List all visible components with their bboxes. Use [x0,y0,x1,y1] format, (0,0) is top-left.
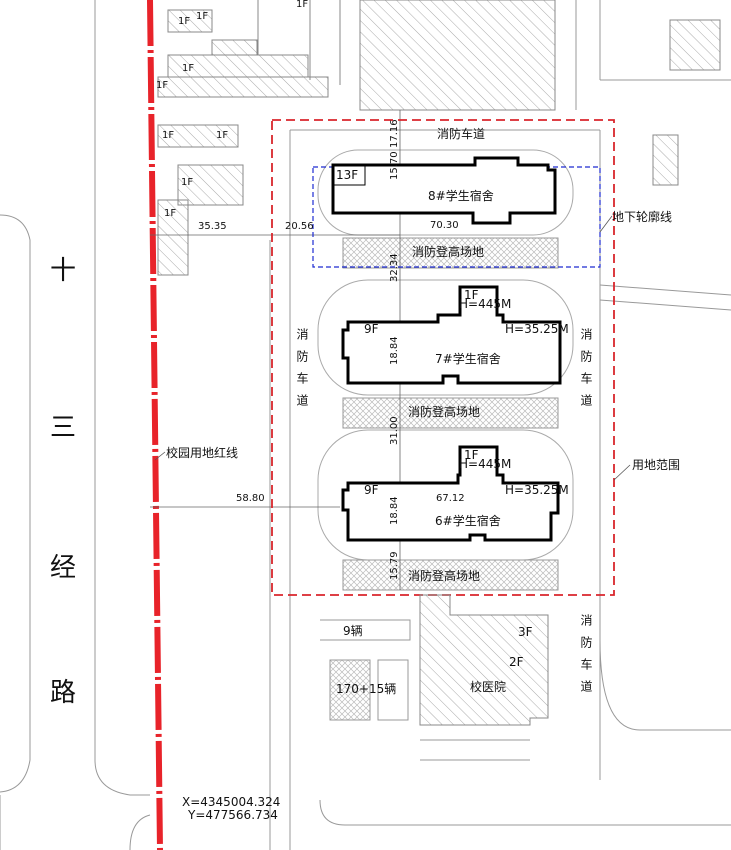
dim-gap-bottom: 15.79 [389,551,400,580]
site-roads [269,0,731,850]
parking-1: 9辆 [343,624,363,638]
campus-red-line-label: 校园用地红线 [166,446,239,460]
existing-floor-label: 1F [162,130,175,141]
b7-roof: 1F [464,288,479,302]
b8-floors: 13F [336,168,359,182]
clinic-name: 校医院 [470,680,507,694]
rescue-area-1-label: 消防登高场地 [412,245,485,259]
coord-y: Y=477566.734 [188,808,278,822]
b6-roof-height: H=445M [459,457,512,471]
b7-name: 7#学生宿舍 [435,352,501,366]
existing-floor-label: 1F [182,63,195,74]
parking-2: 170+15辆 [336,682,397,696]
clinic-building [419,594,549,761]
road-name-char-4: 路 [50,678,77,708]
dim-west-3: 58.80 [236,493,265,504]
b6-roof: 1F [464,448,479,462]
parking [320,619,411,721]
underground-outline [312,166,601,268]
b6-floors: 9F [364,483,379,497]
building-8 [331,156,557,225]
dim-west-1: 35.35 [198,221,227,232]
building-7 [341,285,562,385]
b7-depth: 18.84 [389,336,400,365]
existing-floor-label: 1F [296,0,309,10]
dim-west-2: 20.56 [285,221,314,232]
road-name-char-3: 经 [50,553,77,583]
dim-top-gap: 17.16 [389,119,400,148]
road-name-char-1: 十 [50,256,77,286]
b7-roof-height: H=445M [459,297,512,311]
rescue-area-3-label: 消防登高场地 [408,569,481,583]
rescue-area-2-label: 消防登高场地 [408,405,481,419]
b6-length: 67.12 [436,493,465,504]
rescue-areas [342,237,559,591]
coord-x: X=4345004.324 [182,795,281,809]
campus-red-line [147,0,163,850]
fire-lane-right-label: 消防车道 [579,328,593,416]
underground-outline-label: 地下轮廓线 [612,210,673,224]
leader-lines [154,215,631,481]
b8-length: 70.30 [430,220,459,231]
b6-depth: 18.84 [389,496,400,525]
b8-name: 8#学生宿舍 [428,189,494,203]
clinic-2f: 2F [509,655,524,669]
existing-buildings [157,0,721,276]
fire-lane-lower-right-label: 消防车道 [579,614,593,702]
dim-gap-8-7: 32.34 [389,253,400,282]
road-edges [0,0,151,850]
b6-height: H=35.25M [505,483,569,497]
road-name-char-2: 三 [50,413,77,443]
existing-floor-label: 1F [181,177,194,188]
b7-floors: 9F [364,322,379,336]
clinic-3f: 3F [518,625,533,639]
existing-floor-label: 1F [156,80,169,91]
site-range-label: 用地范围 [632,458,681,472]
existing-floor-label: 1F [196,11,209,22]
b7-height: H=35.25M [505,322,569,336]
fire-lane-left-label: 消防车道 [295,328,309,416]
fire-lane-top-label: 消防车道 [437,127,486,141]
dim-gap-7-6: 31.00 [389,416,400,445]
b6-name: 6#学生宿舍 [435,514,501,528]
existing-floor-label: 1F [216,130,229,141]
building-6 [341,445,560,542]
existing-floor-label: 1F [164,208,177,219]
existing-floor-label: 1F [178,16,191,27]
b8-depth: 15.70 [389,151,400,180]
